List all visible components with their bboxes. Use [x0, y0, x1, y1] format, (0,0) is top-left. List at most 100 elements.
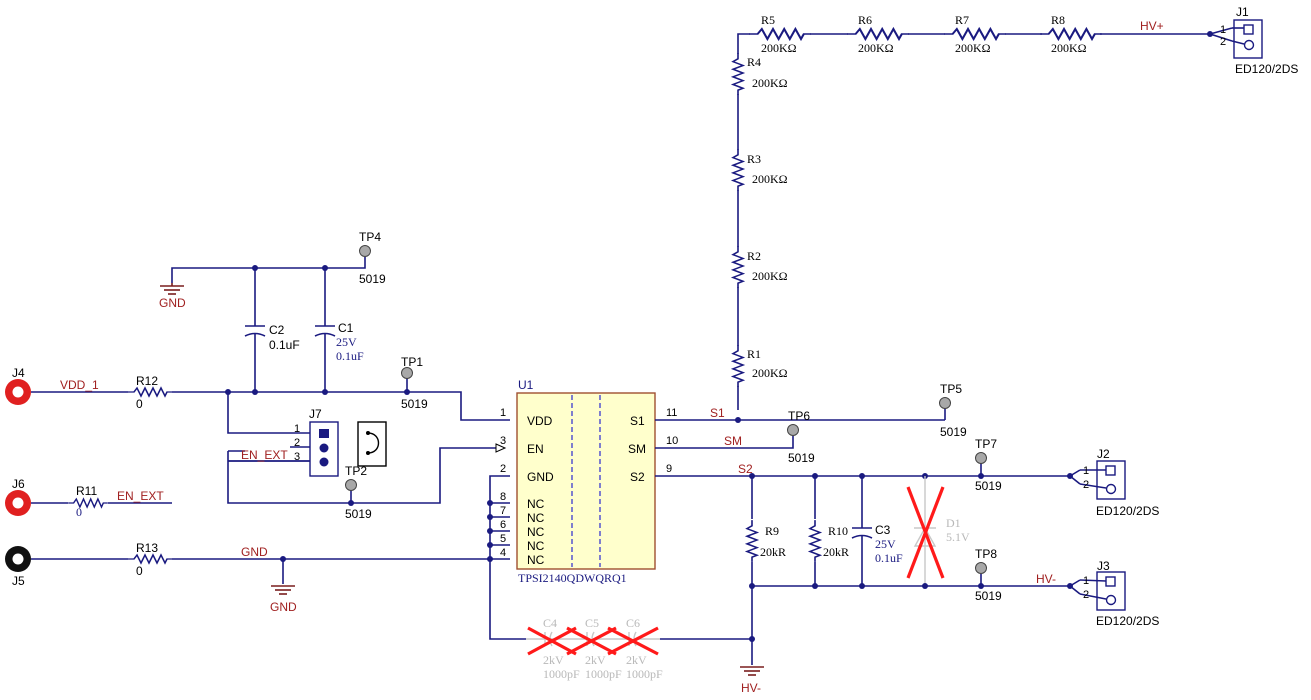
u1-pin-nc5: NC: [527, 539, 545, 553]
tp8-part: 5019: [975, 589, 1002, 603]
r5-value: 200KΩ: [761, 41, 797, 55]
j7-pin2: 2: [294, 437, 300, 449]
c5-voltage: 2kV: [585, 653, 606, 667]
c6-ref: C6: [626, 616, 640, 630]
r12-value: 0: [136, 397, 143, 411]
junction: [1067, 583, 1073, 589]
gnd-top-label: GND: [159, 296, 186, 310]
hv-minus-net: [752, 579, 1081, 587]
hv-plus-junction: [1207, 31, 1213, 37]
d1-value: 5.1V: [946, 530, 970, 544]
r9-ref: R9: [765, 524, 779, 538]
u1-pin-en: EN: [527, 442, 544, 456]
jumper-j7[interactable]: [309, 421, 339, 477]
r7-value: 200KΩ: [955, 41, 991, 55]
tp2-ref: TP2: [345, 464, 367, 478]
c3-value: 0.1uF: [875, 551, 903, 565]
r2-ref: R2: [747, 249, 761, 263]
u1-pin-nc7: NC: [527, 511, 545, 525]
c4-voltage: 2kV: [543, 653, 564, 667]
resistor-r3: [732, 148, 744, 192]
tp5-part: 5019: [940, 425, 967, 439]
junction: [922, 583, 928, 589]
j1-pin2: 2: [1220, 36, 1226, 48]
en-ext-r11-label: EN_EXT: [117, 489, 164, 503]
tp2-part: 5019: [345, 507, 372, 521]
test-point-tp1: [401, 367, 413, 379]
c5-ref: C5: [585, 616, 599, 630]
u1-pin-s1: S1: [630, 414, 645, 428]
j6-ref: J6: [12, 477, 25, 491]
c2-ref: C2: [269, 323, 285, 337]
j7-pin1-wire: [227, 392, 310, 434]
c4-ref: C4: [543, 616, 557, 630]
terminal-j5[interactable]: [5, 546, 31, 572]
r5-ref: R5: [761, 13, 775, 27]
c1-value: 0.1uF: [336, 349, 364, 363]
resistor-r12: [127, 387, 173, 397]
j2-pin1: 1: [1083, 465, 1089, 477]
c4-value: 1000pF: [543, 667, 580, 681]
c6-voltage: 2kV: [626, 653, 647, 667]
r12-ref: R12: [136, 374, 158, 388]
junction: [487, 542, 493, 548]
r6-ref: R6: [858, 13, 872, 27]
gnd-bottom-label: GND: [270, 600, 297, 614]
u1-pin-vdd: VDD: [527, 414, 553, 428]
hv-divider-wiring: [737, 27, 1233, 410]
u1-part: TPSI2140QDWQRQ1: [518, 571, 627, 585]
c3-ref: C3: [875, 523, 891, 537]
resistor-r13: [127, 554, 173, 564]
gnd-symbol-top: [160, 283, 184, 295]
u1-pin10-num: 10: [666, 435, 678, 447]
sm-label: SM: [724, 434, 742, 448]
hv-minus-bottom-label: HV-: [741, 681, 761, 695]
diode-d1-dnp: [906, 476, 945, 586]
c5-value: 1000pF: [585, 667, 622, 681]
junction: [322, 389, 328, 395]
r3-value: 200KΩ: [752, 172, 788, 186]
hv-minus-ground-symbol: [740, 666, 764, 676]
connector-j2: [1079, 460, 1126, 500]
r10-ref: R10: [828, 524, 848, 538]
r1-value: 200KΩ: [752, 366, 788, 380]
j3-pin1: 1: [1083, 575, 1089, 587]
u1-pin6-num: 6: [500, 519, 506, 531]
resistor-r4: [732, 52, 744, 96]
resistor-r6: [846, 27, 910, 41]
r7-ref: R7: [955, 13, 969, 27]
terminal-j6[interactable]: [5, 490, 31, 516]
connector-j3: [1079, 571, 1126, 611]
r13-ref: R13: [136, 541, 158, 555]
r8-ref: R8: [1051, 13, 1065, 27]
c1-voltage: 25V: [336, 335, 357, 349]
u1-pin-s2: S2: [630, 470, 645, 484]
resistor-r1: [732, 344, 744, 388]
jumper-shunt-icon: [357, 421, 387, 467]
j7-pin1: 1: [294, 423, 300, 435]
r2-value: 200KΩ: [752, 269, 788, 283]
junction: [252, 389, 258, 395]
r1-ref: R1: [747, 347, 761, 361]
hv-minus-label: HV-: [1036, 572, 1056, 586]
en-ext-j7-label: EN_EXT: [241, 448, 288, 462]
r4-ref: R4: [747, 55, 761, 69]
resistor-r11: [67, 498, 109, 508]
junction: [749, 583, 755, 589]
u1-pin1-num: 1: [500, 407, 506, 419]
u1-pin-nc8: NC: [527, 497, 545, 511]
u1-pin8-num: 8: [500, 491, 506, 503]
j3-ref: J3: [1097, 559, 1110, 573]
j7-pin3: 3: [294, 451, 300, 463]
u1-pin-sm: SM: [628, 442, 646, 456]
terminal-j4[interactable]: [5, 379, 31, 405]
ic-u1: [516, 392, 656, 570]
junction: [252, 265, 258, 271]
tp1-ref: TP1: [401, 355, 423, 369]
test-point-tp5: [939, 397, 951, 409]
vdd-net: [172, 391, 510, 421]
tp4-ref: TP4: [359, 230, 381, 244]
junction: [487, 528, 493, 534]
junction: [322, 265, 328, 271]
r9-value: 20kR: [760, 545, 786, 559]
